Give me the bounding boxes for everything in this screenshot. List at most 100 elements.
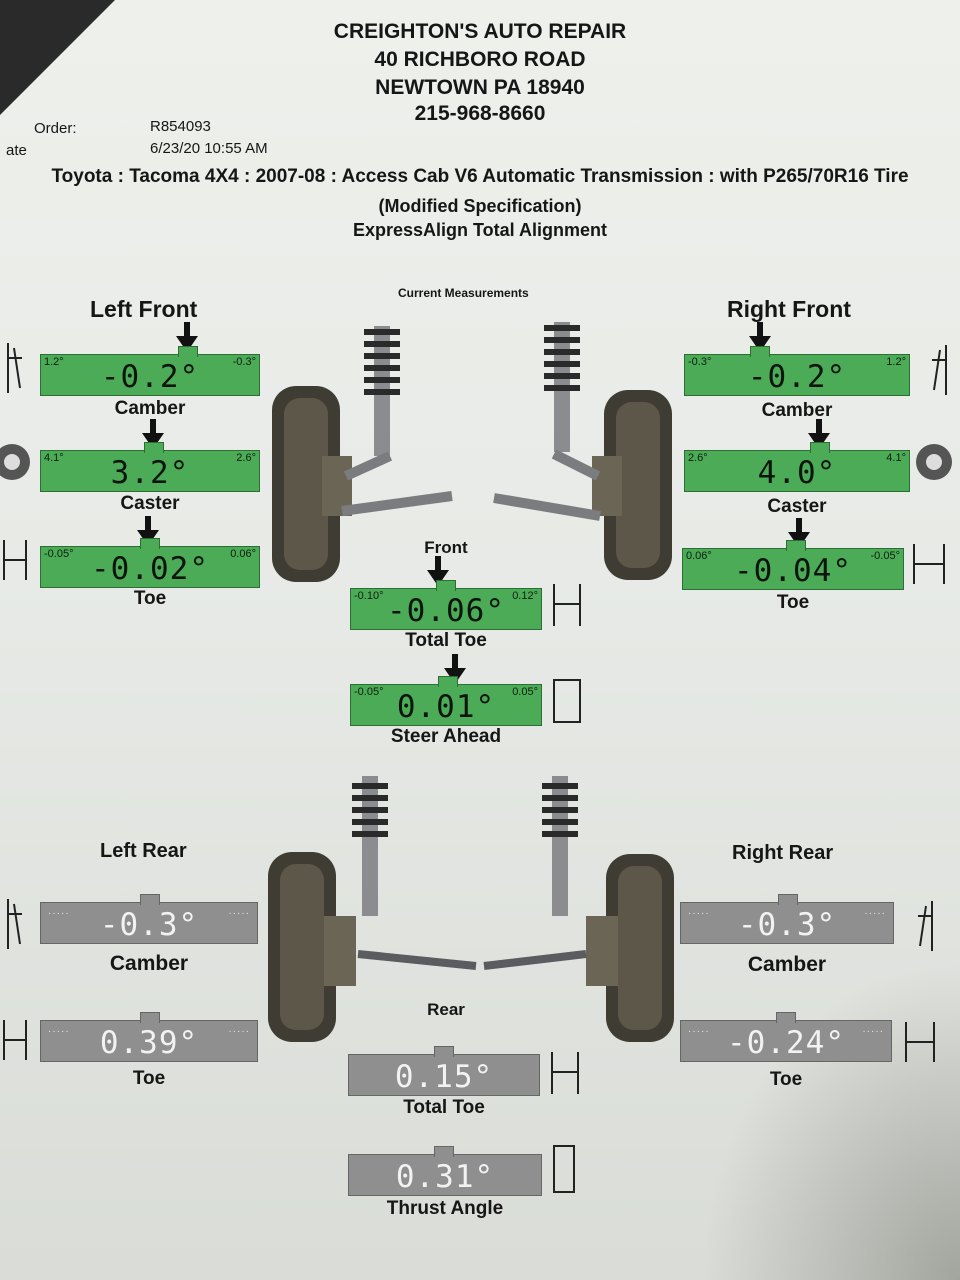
rf-caster-label: Caster (767, 496, 827, 517)
rr-toe-value: -0.24° (727, 1025, 845, 1061)
lf-camber-label: Camber (114, 398, 186, 419)
rf-toe-value: -0.04° (734, 553, 852, 589)
rf-camber-value: -0.2° (747, 359, 847, 395)
front-right-strut-icon (493, 322, 601, 521)
steer-ahead-value: 0.01° (396, 689, 496, 725)
lr-camber-label: Camber (109, 952, 189, 975)
rr-toe-diagram-icon (905, 1022, 935, 1062)
lr-toe-value: 0.39° (99, 1025, 199, 1061)
steer-ahead-diagram-icon (553, 679, 581, 723)
rf-camber-min: -0.3° (688, 356, 712, 368)
lf-camber-diagram-icon (7, 343, 22, 393)
front-right-wheel-icon (592, 390, 672, 580)
front-total-toe-max: 0.12° (512, 590, 538, 602)
rr-camber-gauge: ·········· -0.3° (680, 894, 894, 944)
shop-phone: 215-968-8660 (414, 102, 546, 125)
paper-shadow (700, 960, 960, 1280)
left-front-title: Left Front (90, 296, 198, 322)
lf-toe-min: -0.05° (44, 548, 74, 560)
lf-caster-label: Caster (120, 493, 180, 514)
steer-ahead-min: -0.05° (354, 686, 384, 698)
rear-left-strut-icon (352, 776, 477, 970)
front-suspension-illustration (272, 322, 672, 582)
rf-caster-diagram-icon (916, 444, 952, 480)
lr-toe-label: Toe (132, 1068, 166, 1089)
date-label: ate (6, 142, 27, 159)
rf-caster-min: 2.6° (688, 452, 708, 464)
front-total-toe-min: -0.10° (354, 590, 384, 602)
rf-camber-max: 1.2° (886, 356, 906, 368)
rf-caster-value: 4.0° (757, 455, 837, 491)
front-total-toe-value: -0.06° (387, 593, 505, 629)
rear-suspension-illustration (268, 776, 674, 1042)
lf-caster-min: 4.1° (44, 452, 64, 464)
front-section-label: Front (424, 538, 468, 557)
rear-total-toe-diagram-icon (551, 1052, 579, 1094)
lf-toe-value: -0.02° (91, 551, 209, 587)
rear-total-toe-value: 0.15° (394, 1059, 494, 1095)
front-total-toe-gauge: -0.10° 0.12° -0.06° (350, 580, 542, 630)
steer-ahead-gauge: -0.05° 0.05° 0.01° (350, 676, 542, 726)
thrust-angle-value: 0.31° (395, 1159, 495, 1195)
thrust-angle-gauge: 0.31° (348, 1146, 542, 1196)
shop-city: NEWTOWN PA 18940 (375, 76, 585, 99)
date-value: 6/23/20 10:55 AM (150, 140, 268, 157)
lf-toe-label: Toe (133, 588, 167, 609)
lf-caster-diagram-icon (0, 444, 30, 480)
lr-camber-value: -0.3° (99, 907, 199, 943)
rear-total-toe-label: Total Toe (403, 1097, 485, 1118)
lf-toe-diagram-icon (3, 540, 27, 580)
front-total-toe-diagram-icon (553, 584, 581, 626)
lr-toe-gauge: ·········· 0.39° (40, 1012, 258, 1062)
procedure-title: ExpressAlign Total Alignment (352, 220, 608, 240)
order-value: R854093 (150, 118, 211, 135)
rear-right-wheel-icon (586, 854, 674, 1042)
rr-toe-gauge: ·········· -0.24° (680, 1012, 892, 1062)
rf-caster-max: 4.1° (886, 452, 906, 464)
lf-camber-max: -0.3° (232, 356, 256, 368)
lf-camber-gauge: 1.2° -0.3° -0.2° (40, 346, 260, 396)
current-measurements-heading: Current Measurements (398, 286, 529, 300)
front-left-strut-icon (341, 326, 453, 516)
rr-camber-label: Camber (747, 953, 827, 976)
front-total-toe-label: Total Toe (405, 630, 487, 651)
left-rear-title: Left Rear (100, 840, 187, 862)
lf-camber-value: -0.2° (100, 359, 200, 395)
rear-section-label: Rear (427, 1000, 465, 1019)
steer-ahead-label: Steer Ahead (390, 726, 502, 747)
vehicle-description: Toyota : Tacoma 4X4 : 2007-08 : Access C… (51, 166, 909, 187)
rf-camber-gauge: -0.3° 1.2° -0.2° (684, 346, 910, 396)
rf-toe-min: 0.06° (686, 550, 712, 562)
shop-name: CREIGHTON'S AUTO REPAIR (333, 20, 627, 43)
rf-toe-gauge: 0.06° -0.05° -0.04° (682, 540, 904, 590)
rr-camber-diagram-icon (918, 901, 933, 951)
spec-note: (Modified Specification) (378, 196, 582, 216)
lf-camber-min: 1.2° (44, 356, 64, 368)
lr-camber-diagram-icon (7, 899, 22, 949)
lf-toe-gauge: -0.05° 0.06° -0.02° (40, 538, 260, 588)
rf-caster-gauge: 2.6° 4.1° 4.0° (684, 442, 910, 492)
front-left-wheel-icon (272, 386, 352, 582)
rear-total-toe-gauge: 0.15° (348, 1046, 540, 1096)
rf-camber-label: Camber (761, 400, 833, 421)
rf-camber-diagram-icon (932, 345, 947, 395)
rr-camber-value: -0.3° (737, 907, 837, 943)
lr-camber-gauge: ·········· -0.3° (40, 894, 258, 944)
lf-caster-gauge: 4.1° 2.6° 3.2° (40, 442, 260, 492)
order-label: Order: (34, 120, 77, 137)
folded-corner (0, 0, 115, 115)
rf-toe-max: -0.05° (870, 550, 900, 562)
thrust-angle-label: Thrust Angle (386, 1198, 504, 1219)
rf-toe-label: Toe (776, 592, 810, 613)
steer-ahead-max: 0.05° (512, 686, 538, 698)
rf-toe-diagram-icon (913, 544, 945, 584)
right-front-title: Right Front (727, 296, 851, 322)
rr-toe-label: Toe (769, 1069, 803, 1090)
right-rear-title: Right Rear (732, 842, 834, 864)
rear-left-wheel-icon (268, 852, 356, 1042)
lf-toe-max: 0.06° (230, 548, 256, 560)
lr-toe-diagram-icon (3, 1020, 27, 1060)
thrust-angle-diagram-icon (553, 1145, 575, 1193)
lf-caster-value: 3.2° (110, 455, 190, 491)
shop-address: 40 RICHBORO ROAD (374, 48, 586, 71)
